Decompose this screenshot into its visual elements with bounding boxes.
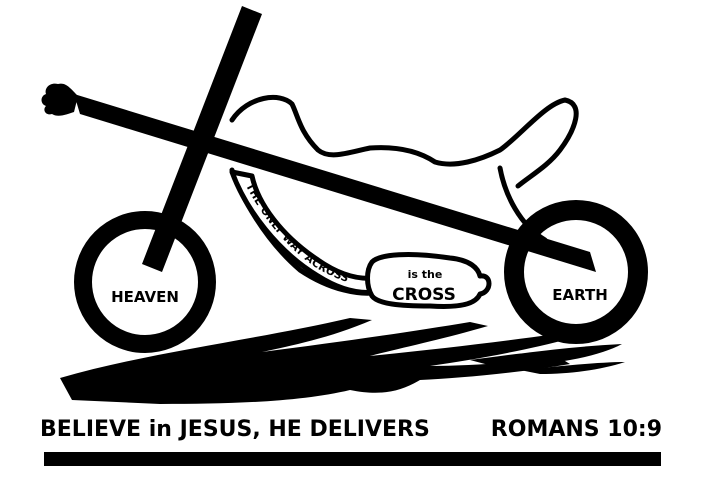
cross [74,6,596,272]
tank-capsule: is the CROSS [365,252,492,309]
slogan-text: BELIEVE in JESUS, HE DELIVERS [40,417,430,442]
verse-reference: ROMANS 10:9 [491,417,662,442]
tank-text-small: is the [408,268,443,281]
tank-text-large: CROSS [392,285,456,305]
seat-outline [229,94,579,189]
right-wheel-label: EARTH [552,286,608,304]
right-wheel-tire [504,200,648,344]
left-wheel-label: HEAVEN [111,288,179,306]
underline-bar [44,452,661,466]
left-wheel-hub [95,232,195,332]
flames [60,318,625,404]
left-wheel [74,211,216,353]
hand-grip [41,83,78,116]
rear-fender [497,165,548,243]
cross-horizontal-beam [74,94,596,272]
left-wheel-tire [74,211,216,353]
